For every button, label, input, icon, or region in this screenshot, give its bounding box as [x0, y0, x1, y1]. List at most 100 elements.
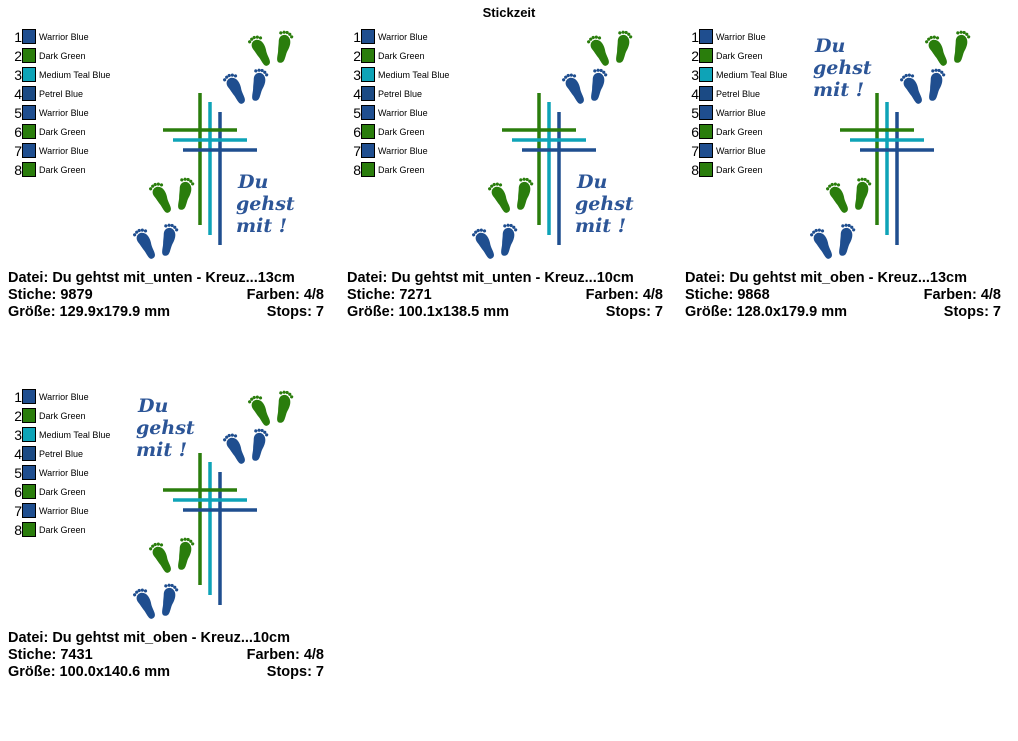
footprint-icon — [810, 228, 832, 259]
footprints-top-green — [587, 30, 633, 66]
legend-color-name: Dark Green — [378, 164, 425, 175]
legend-number: 2 — [691, 47, 699, 64]
legend-color-name: Warrior Blue — [716, 31, 766, 42]
legend-color-name: Warrior Blue — [39, 505, 89, 516]
legend-number: 1 — [691, 28, 699, 45]
cross-graphic — [502, 93, 596, 245]
legend-color-name: Dark Green — [39, 524, 86, 535]
legend-color-name: Dark Green — [716, 126, 763, 137]
design-size: Größe: 100.1x138.5 mm — [347, 304, 510, 320]
color-swatch — [22, 465, 36, 480]
legend-number: 8 — [14, 161, 22, 178]
footprint-icon — [178, 537, 195, 570]
design-info: Datei: Du gehtst mit_oben - Kreuz...13cm… — [685, 270, 1001, 321]
design-text-line: mit ! — [136, 439, 187, 461]
legend-number: 3 — [14, 426, 22, 443]
footprint-icon — [223, 433, 245, 464]
color-swatch — [699, 29, 713, 44]
stitch-count: Stiche: 7271 — [347, 287, 432, 303]
color-swatch — [699, 162, 713, 177]
page-title: Stickzeit — [482, 5, 536, 20]
footprint-icon — [591, 68, 608, 101]
legend-number: 5 — [691, 104, 699, 121]
stitch-count: Stiche: 9879 — [8, 287, 93, 303]
stop-count: Stops: 7 — [943, 304, 1001, 320]
legend-color-name: Dark Green — [39, 410, 86, 421]
legend-color-name: Dark Green — [716, 164, 763, 175]
footprint-icon — [252, 428, 269, 461]
footprint-icon — [277, 390, 294, 423]
legend-color-name: Petrel Blue — [716, 88, 761, 99]
legend-number: 1 — [353, 28, 361, 45]
legend-color-name: Warrior Blue — [716, 145, 766, 156]
design-info: Datei: Du gehtst mit_unten - Kreuz...13c… — [8, 270, 324, 321]
footprint-icon — [248, 395, 270, 426]
footprint-icon — [149, 542, 171, 573]
design-size: Größe: 100.0x140.6 mm — [8, 664, 171, 680]
legend-color-name: Medium Teal Blue — [39, 69, 111, 80]
legend-number: 7 — [14, 502, 22, 519]
cross-graphic — [840, 93, 934, 245]
legend-color-name: Dark Green — [716, 50, 763, 61]
color-swatch — [361, 124, 375, 139]
color-swatch — [22, 427, 36, 442]
color-swatch — [699, 48, 713, 63]
footprint-icon — [162, 223, 179, 256]
footprint-icon — [472, 228, 494, 259]
footprint-icon — [587, 35, 609, 66]
color-swatch — [361, 105, 375, 120]
design-info: Datei: Du gehtst mit_unten - Kreuz...10c… — [347, 270, 663, 321]
design-text-line: gehst — [236, 193, 295, 215]
file-name: Datei: Du gehtst mit_unten - Kreuz...10c… — [347, 270, 634, 286]
footprint-icon — [149, 182, 171, 213]
footprints-top-blue — [900, 68, 946, 104]
footprints-top-green — [248, 390, 294, 426]
footprint-icon — [223, 73, 245, 104]
legend-number: 4 — [691, 85, 699, 102]
legend-number: 3 — [691, 66, 699, 83]
color-swatch — [699, 67, 713, 82]
legend-color-name: Dark Green — [378, 126, 425, 137]
design-text-line: gehst — [813, 57, 872, 79]
legend-color-name: Medium Teal Blue — [716, 69, 788, 80]
footprints-bottom-blue — [472, 223, 518, 259]
footprints-top-blue — [223, 68, 269, 104]
color-swatch — [22, 29, 36, 44]
legend-item: 4 Petrel Blue — [687, 84, 787, 103]
legend-color-name: Warrior Blue — [378, 145, 428, 156]
footprint-icon — [162, 583, 179, 616]
legend-number: 5 — [14, 104, 22, 121]
stitch-count: Stiche: 7431 — [8, 647, 93, 663]
legend-number: 7 — [691, 142, 699, 159]
legend-number: 6 — [14, 123, 22, 140]
legend-number: 4 — [353, 85, 361, 102]
stop-count: Stops: 7 — [266, 304, 324, 320]
color-swatch — [22, 86, 36, 101]
design-text-line: gehst — [575, 193, 634, 215]
legend-color-name: Petrel Blue — [378, 88, 423, 99]
legend-color-name: Warrior Blue — [39, 467, 89, 478]
legend-number: 2 — [353, 47, 361, 64]
color-swatch — [22, 162, 36, 177]
legend-color-name: Dark Green — [39, 486, 86, 497]
